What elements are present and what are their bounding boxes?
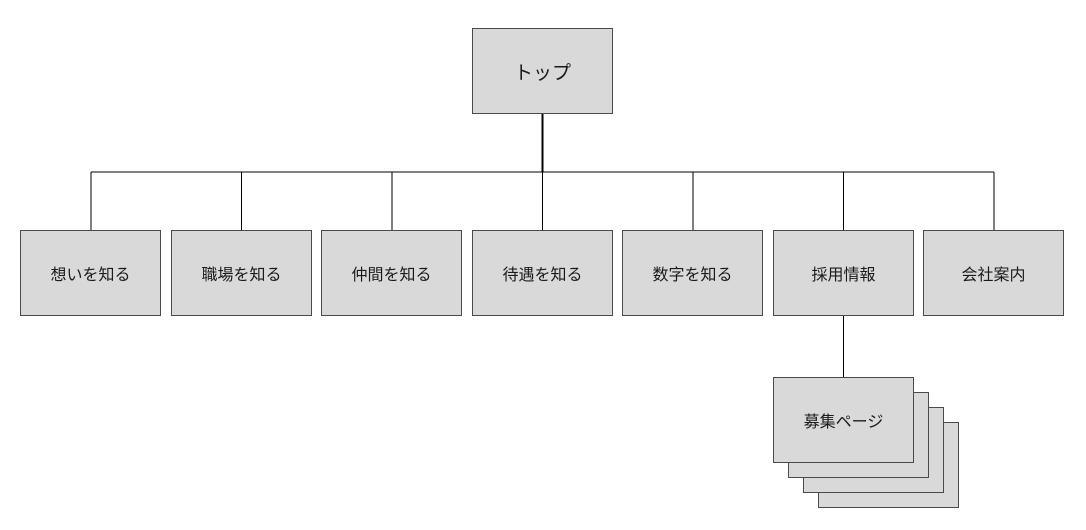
node-label: 仲間を知る	[351, 265, 432, 284]
node-section-2: 職場を知る	[171, 230, 312, 316]
node-label: 待遇を知る	[502, 265, 583, 284]
node-label: 想いを知る	[50, 265, 131, 284]
node-label: 職場を知る	[201, 265, 282, 284]
node-top: トップ	[472, 28, 613, 114]
node-sub-pages-label: 募集ページ	[803, 412, 884, 431]
node-section-5: 数字を知る	[622, 230, 763, 316]
node-section-4: 待遇を知る	[472, 230, 613, 316]
node-label: 採用情報	[811, 265, 876, 284]
node-section-1: 想いを知る	[20, 230, 161, 316]
node-top-label: トップ	[513, 61, 571, 84]
node-section-6: 採用情報	[773, 230, 914, 316]
node-label: 数字を知る	[652, 265, 733, 284]
node-section-3: 仲間を知る	[321, 230, 462, 316]
node-section-7: 会社案内	[923, 230, 1064, 316]
node-sub-pages: 募集ページ	[773, 377, 914, 463]
node-label: 会社案内	[961, 265, 1026, 284]
